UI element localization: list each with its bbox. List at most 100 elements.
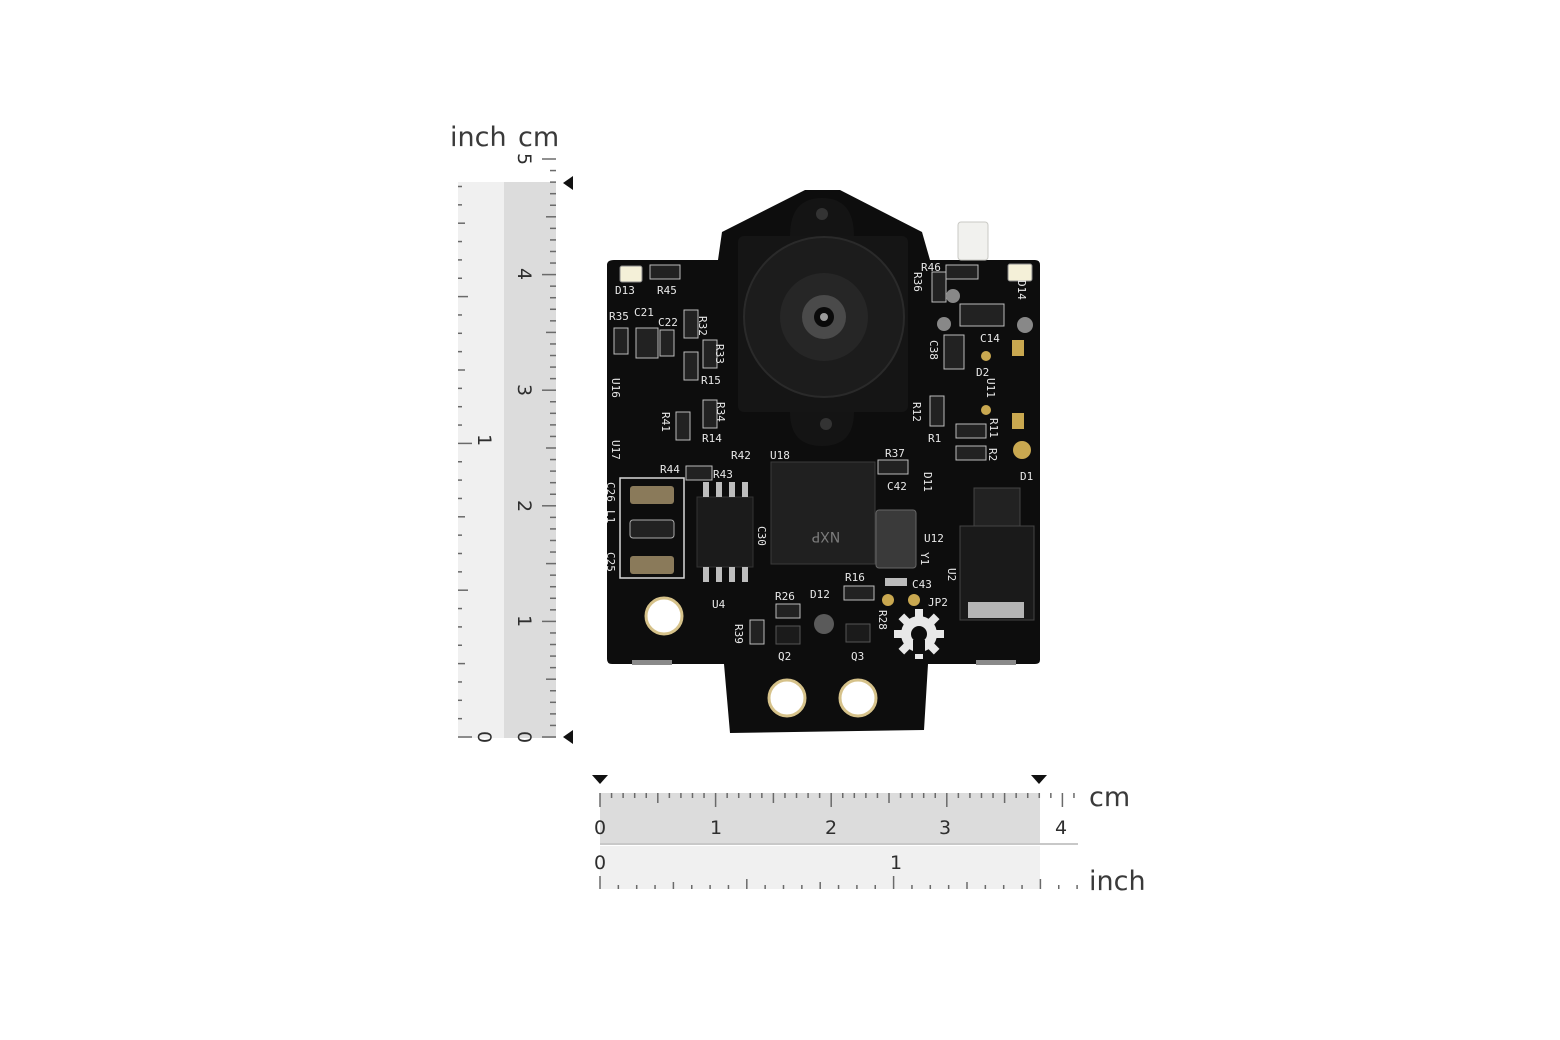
- silkscreen-label: D14: [1015, 280, 1028, 300]
- lens-highlight: [820, 313, 828, 321]
- silkscreen-label: U12: [924, 532, 944, 545]
- silkscreen-label: R39: [732, 624, 745, 644]
- open-hardware-gear-icon: [894, 609, 944, 659]
- silkscreen-label: U4: [712, 598, 726, 611]
- silkscreen-label: R1: [928, 432, 941, 445]
- horizontal-ruler-cm-unit: cm: [1089, 782, 1130, 813]
- led-d13: [619, 265, 643, 283]
- vertical-ruler-cm-numbers: 0 1 2 3 4 5: [513, 153, 535, 743]
- lens-mount-hole-top: [816, 208, 828, 220]
- silkscreen-label: R37: [885, 447, 905, 460]
- silkscreen-label: C38: [927, 340, 940, 360]
- silkscreen-label: R44: [660, 463, 680, 476]
- vertical-ruler-inch-strip: [458, 182, 504, 738]
- silkscreen-label: R32: [696, 316, 709, 336]
- v-cm-label-3: 3: [513, 384, 535, 396]
- silkscreen-label: C14: [980, 332, 1000, 345]
- lens-assembly: [738, 198, 908, 446]
- vertical-ruler-cm-ticks: [542, 158, 556, 738]
- silkscreen-label: U2: [945, 568, 958, 581]
- horizontal-ruler-inch-unit: inch: [1089, 866, 1146, 897]
- mount-hole-bottom-right: [838, 678, 878, 718]
- silkscreen-label: U17: [609, 440, 622, 460]
- vertical-ruler-bottom-marker: [563, 730, 573, 744]
- silkscreen-label: R35: [609, 310, 629, 323]
- horizontal-ruler-cm-ticks: [599, 793, 1075, 807]
- horizontal-ruler-inch-numbers: 0 1: [594, 852, 902, 874]
- horizontal-ruler: 0 1 2 3 4 0 1 cm inch: [592, 775, 1146, 897]
- silkscreen-label: D13: [615, 284, 635, 297]
- silkscreen-label: R46: [921, 261, 941, 274]
- regulator-u2-tab: [973, 487, 1021, 527]
- silkscreen-label: U11: [984, 378, 997, 398]
- led-d14: [1007, 263, 1033, 282]
- pixy-camera-board: NXP: [604, 190, 1040, 733]
- h-cm-label-0: 0: [594, 817, 606, 839]
- silkscreen-label: Q3: [851, 650, 864, 663]
- vertical-ruler-top-marker: [563, 176, 573, 190]
- horizontal-ruler-inch-ticks: [599, 876, 1078, 889]
- h-cm-label-4: 4: [1055, 817, 1067, 839]
- silkscreen-label: R16: [845, 571, 865, 584]
- silkscreen-label: R14: [702, 432, 722, 445]
- silkscreen-label: U18: [770, 449, 790, 462]
- silkscreen-label: JP2: [928, 596, 948, 609]
- button-connector: [957, 221, 989, 261]
- horizontal-ruler-left-marker: [592, 775, 608, 784]
- silkscreen-label: D2: [976, 366, 989, 379]
- silkscreen-label: R34: [714, 402, 727, 422]
- ic-u4: [696, 496, 754, 568]
- vertical-ruler-inch-numbers: 0 1: [473, 434, 495, 743]
- silkscreen-label: R33: [713, 344, 726, 364]
- v-inch-label-1: 1: [473, 434, 495, 446]
- mcu-body: [770, 461, 876, 565]
- v-cm-label-0: 0: [513, 731, 535, 743]
- h-inch-label-0: 0: [594, 852, 606, 874]
- mount-hole-bottom-left: [767, 678, 807, 718]
- silkscreen-label: C43: [912, 578, 932, 591]
- silkscreen-label: C21: [634, 306, 654, 319]
- vertical-ruler: 0 1 2 3 4 5 0 1 inch cm: [450, 122, 573, 744]
- silkscreen-label: C25: [604, 552, 617, 572]
- vertical-ruler-inch-unit: inch: [450, 122, 507, 153]
- horizontal-ruler-inch-strip: [600, 846, 1040, 889]
- mount-hole-left: [644, 596, 684, 636]
- silkscreen-label: U16: [609, 378, 622, 398]
- silkscreen-label: Q2: [778, 650, 791, 663]
- horizontal-ruler-right-marker: [1031, 775, 1047, 784]
- horizontal-ruler-cm-numbers: 0 1 2 3 4: [594, 817, 1067, 839]
- silkscreen-label: C22: [658, 316, 678, 329]
- silkscreen-label: R43: [713, 468, 733, 481]
- v-cm-label-1: 1: [513, 615, 535, 627]
- capacitor-bank: [619, 477, 685, 579]
- regulator-u2-pad: [968, 602, 1024, 618]
- silkscreen-label: C30: [755, 526, 768, 546]
- lens-mount-hole-bottom: [820, 418, 832, 430]
- mcu-brand-text: NXP: [812, 528, 841, 544]
- h-cm-label-3: 3: [939, 817, 951, 839]
- silkscreen-label: R42: [731, 449, 751, 462]
- h-cm-label-1: 1: [710, 817, 722, 839]
- crystal-y1: [875, 509, 917, 569]
- silkscreen-label: Y1: [918, 552, 931, 565]
- silkscreen-label: D11: [921, 472, 934, 492]
- vertical-ruler-cm-strip: [504, 182, 556, 738]
- silkscreen-label: R11: [987, 418, 1000, 438]
- vertical-ruler-inch-ticks: [458, 185, 472, 738]
- lens-mount-ear-bottom: [790, 412, 854, 446]
- silkscreen-label: C26: [604, 482, 617, 502]
- smd-components: [613, 264, 1033, 665]
- silkscreen-label: R12: [910, 402, 923, 422]
- silkscreen-label: C42: [887, 480, 907, 493]
- silkscreen-label: R2: [986, 448, 999, 461]
- silkscreen-label: R28: [876, 610, 889, 630]
- silkscreen-label: D12: [810, 588, 830, 601]
- h-inch-label-1: 1: [890, 852, 902, 874]
- v-cm-label-5: 5: [513, 153, 535, 165]
- silkscreen-label: R36: [911, 272, 924, 292]
- horizontal-ruler-cm-strip: [600, 793, 1040, 843]
- silkscreen-label: R41: [659, 412, 672, 432]
- h-cm-label-2: 2: [825, 817, 837, 839]
